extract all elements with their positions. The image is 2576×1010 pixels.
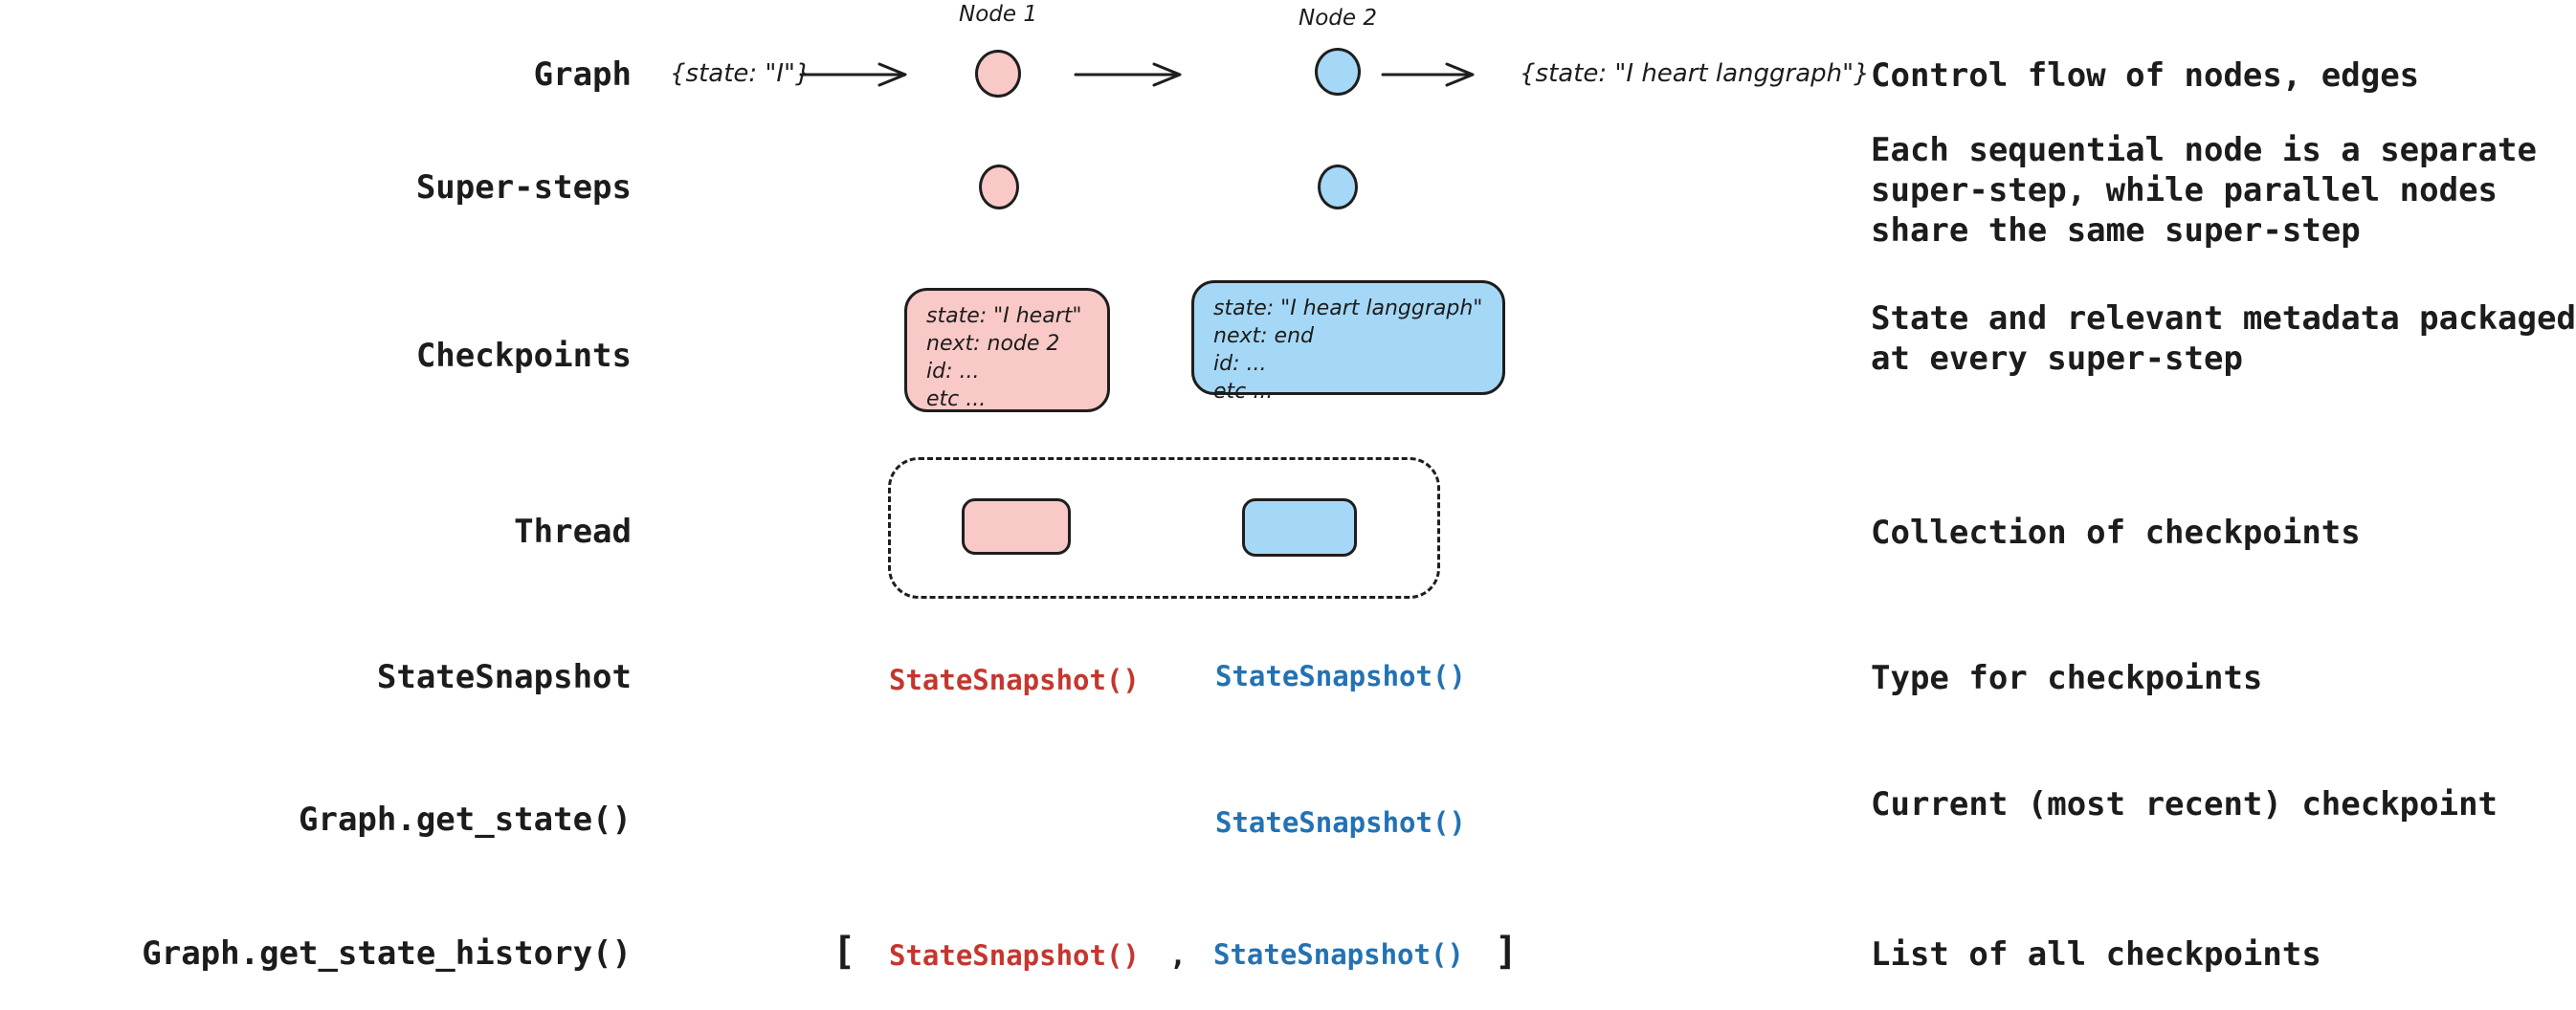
row-label-super-steps: Super-steps xyxy=(415,168,632,207)
row-label-graph: Graph xyxy=(533,55,632,94)
checkpoint-card-blue: state: "I heart langgraph" next: end id:… xyxy=(1191,280,1505,404)
node2-circle-icon xyxy=(1315,48,1361,96)
arrow-right-icon xyxy=(1074,61,1184,88)
thread-checkpoint-blue-icon xyxy=(1242,498,1357,557)
output-state-text: {state: "I heart langgraph"} xyxy=(1520,59,1870,88)
row-desc-checkpoints: State and relevant metadata packaged at … xyxy=(1871,299,2576,378)
checkpoint-blue-line: next: end xyxy=(1213,324,1314,348)
arrow-right-icon xyxy=(1381,61,1477,88)
row-desc-super-steps: Each sequential node is a separate super… xyxy=(1871,131,2537,250)
checkpoint-blue-line: id: ... xyxy=(1213,352,1267,376)
checkpoint-blue-line: etc ... xyxy=(1213,380,1274,404)
history-statesnapshot-red: StateSnapshot() xyxy=(889,939,1140,972)
row-label-get-state-history: Graph.get_state_history() xyxy=(142,934,632,973)
node1-circle-icon xyxy=(975,50,1021,98)
node1-label: Node 1 xyxy=(959,2,1037,27)
statesnapshot-red: StateSnapshot() xyxy=(889,664,1140,696)
thread-dashed-box xyxy=(888,457,1440,599)
statesnapshot-blue: StateSnapshot() xyxy=(1215,660,1466,692)
thread-checkpoint-pink-icon xyxy=(962,498,1071,555)
get-state-result-blue: StateSnapshot() xyxy=(1215,806,1466,839)
checkpoint-pink-line: id: ... xyxy=(926,360,980,384)
input-state-text: {state: "I"} xyxy=(670,59,811,88)
row-desc-get-state-history: List of all checkpoints xyxy=(1871,935,2321,974)
row-desc-thread: Collection of checkpoints xyxy=(1871,514,2361,552)
row-desc-statesnapshot: Type for checkpoints xyxy=(1871,659,2263,697)
history-bracket-open: [ xyxy=(833,930,856,974)
history-bracket-close: ] xyxy=(1495,930,1519,974)
row-label-statesnapshot: StateSnapshot xyxy=(376,658,632,696)
row-desc-get-state: Current (most recent) checkpoint xyxy=(1871,785,2498,823)
checkpoint-pink-line: next: node 2 xyxy=(926,332,1060,356)
row-desc-graph: Control flow of nodes, edges xyxy=(1871,56,2420,95)
super-step-1-circle-icon xyxy=(979,165,1019,209)
checkpoint-pink-line: etc ... xyxy=(926,387,987,411)
node2-label: Node 2 xyxy=(1299,6,1377,31)
history-comma: , xyxy=(1169,939,1188,973)
row-label-thread: Thread xyxy=(514,513,632,551)
row-label-checkpoints: Checkpoints xyxy=(415,337,632,375)
checkpoint-blue-line: state: "I heart langgraph" xyxy=(1213,296,1483,320)
checkpoint-card-pink: state: "I heart" next: node 2 id: ... et… xyxy=(904,288,1110,412)
super-step-2-circle-icon xyxy=(1318,165,1358,209)
arrow-right-icon xyxy=(799,61,909,88)
history-statesnapshot-blue: StateSnapshot() xyxy=(1213,938,1464,971)
checkpoint-pink-line: state: "I heart" xyxy=(926,304,1082,328)
row-label-get-state: Graph.get_state() xyxy=(299,801,632,839)
